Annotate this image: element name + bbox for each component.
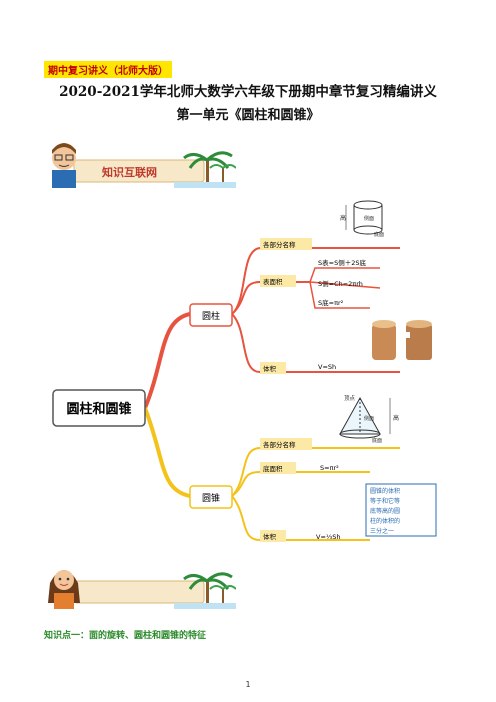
cylinder-diagram: 高 侧面 底面 <box>340 200 384 238</box>
cone-node <box>189 485 233 509</box>
svg-text:V=Sh: V=Sh <box>318 363 336 371</box>
tree-stump-illustration <box>372 320 432 360</box>
svg-text:表面积: 表面积 <box>263 277 283 286</box>
svg-text:底等高的圆: 底等高的圆 <box>370 507 400 515</box>
svg-text:圆锥的体积: 圆锥的体积 <box>370 487 400 495</box>
knowledge-point-heading: 知识点一：面的旋转、圆柱和圆锥的特征 <box>44 631 207 641</box>
page-subtitle: 第一单元《圆柱和圆锥》 <box>176 108 320 123</box>
boy-avatar <box>52 143 76 188</box>
svg-text:各部分名称: 各部分名称 <box>263 240 296 249</box>
palm-tree-icon <box>174 572 236 609</box>
svg-text:圆柱: 圆柱 <box>202 310 220 322</box>
svg-text:三分之一: 三分之一 <box>370 527 394 535</box>
page-title: 2020-2021学年北师大数学六年级下册期中章节复习精编讲义 <box>59 84 437 100</box>
girl-banner <box>48 570 236 609</box>
palm-tree-icon <box>174 151 236 188</box>
svg-text:S表=S侧＋2S底: S表=S侧＋2S底 <box>318 258 366 267</box>
root-node <box>52 389 146 427</box>
svg-text:高: 高 <box>393 414 399 422</box>
cone-volume-note <box>365 483 437 537</box>
svg-text:底面: 底面 <box>372 437 382 444</box>
svg-text:侧面: 侧面 <box>364 415 374 422</box>
header-tag: 期中复习讲义（北师大版） <box>44 61 172 78</box>
svg-text:V=⅓Sh: V=⅓Sh <box>316 533 340 541</box>
knowledge-web-banner: 知识互联网 <box>52 143 236 188</box>
svg-text:高: 高 <box>340 214 346 222</box>
branch-cylinder <box>143 312 191 409</box>
cylinder-node <box>189 303 233 327</box>
root-label: 圆柱和圆锥 <box>66 401 131 417</box>
svg-text:圆锥: 圆锥 <box>202 492 220 504</box>
svg-text:体积: 体积 <box>263 364 277 373</box>
svg-text:S=πr²: S=πr² <box>320 464 339 472</box>
svg-text:各部分名称: 各部分名称 <box>263 440 296 449</box>
svg-text:底面: 底面 <box>374 231 384 238</box>
svg-text:体积: 体积 <box>263 532 277 541</box>
svg-text:S底=πr²: S底=πr² <box>318 298 344 307</box>
girl-avatar <box>48 570 80 609</box>
branch-cone <box>143 407 191 498</box>
svg-text:等于和它等: 等于和它等 <box>370 497 400 505</box>
svg-text:侧面: 侧面 <box>364 215 374 222</box>
banner-label: 知识互联网 <box>101 165 157 179</box>
cyl-parts-label-box <box>260 238 312 250</box>
svg-text:S侧=Ch=2πrh: S侧=Ch=2πrh <box>318 279 363 288</box>
svg-text:底面积: 底面积 <box>263 464 283 473</box>
cone-diagram: 顶点 侧面 高 底面 <box>339 395 399 444</box>
svg-text:顶点: 顶点 <box>344 395 356 402</box>
svg-text:柱的体积的: 柱的体积的 <box>370 517 400 525</box>
page-number: 1 <box>245 680 251 689</box>
